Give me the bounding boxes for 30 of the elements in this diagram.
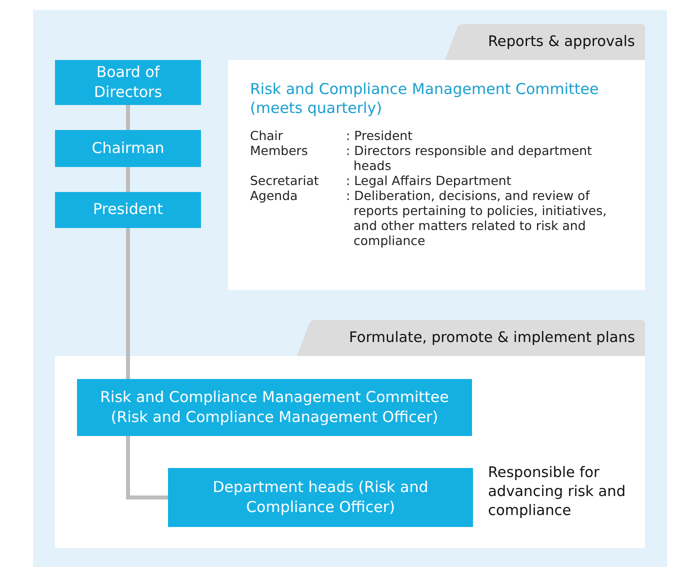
tab-text: Reports & approvals: [488, 34, 635, 50]
process-box: [55, 130, 201, 167]
table-value: : Legal Affairs Department: [346, 173, 512, 188]
table-value: : Directors responsible and department heads: [346, 143, 593, 173]
process-box: [55, 192, 201, 228]
box-label: Chairman: [92, 138, 164, 158]
table-term: Members: [250, 143, 309, 160]
process-box: [55, 60, 201, 105]
box-label: President: [93, 200, 163, 220]
process-box: [168, 468, 473, 527]
box-label: Risk and Compliance Management Committee (Risk and Compliance Management Officer): [99, 388, 450, 427]
side-note: Responsible for advancing risk and compliance: [488, 464, 627, 521]
box-label: Department heads (Risk and Compliance Officer): [212, 478, 430, 517]
connector-line: [126, 436, 168, 500]
tab-label: [445, 24, 645, 60]
table-value: : President: [346, 128, 414, 143]
table-value: : Deliberation, decisions, and review of reports pertaining to policies, initiatives, and other matters related to risk and compliance: [346, 188, 608, 248]
table-term: Chair: [250, 128, 284, 143]
box-label: Board of Directors: [92, 63, 164, 102]
tab-label: [297, 320, 645, 356]
panel: [228, 60, 645, 290]
committee-heading: Risk and Compliance Management Committee (meets quarterly): [250, 80, 600, 118]
panel: [55, 356, 645, 548]
connector-line: [126, 105, 130, 130]
connector-line: [126, 228, 130, 379]
tab-text: Formulate, promote & implement plans: [349, 330, 635, 346]
connector-line: [126, 167, 130, 192]
process-box: [77, 379, 472, 436]
table-term: Agenda: [250, 188, 299, 205]
table-term: Secretariat: [250, 173, 320, 188]
